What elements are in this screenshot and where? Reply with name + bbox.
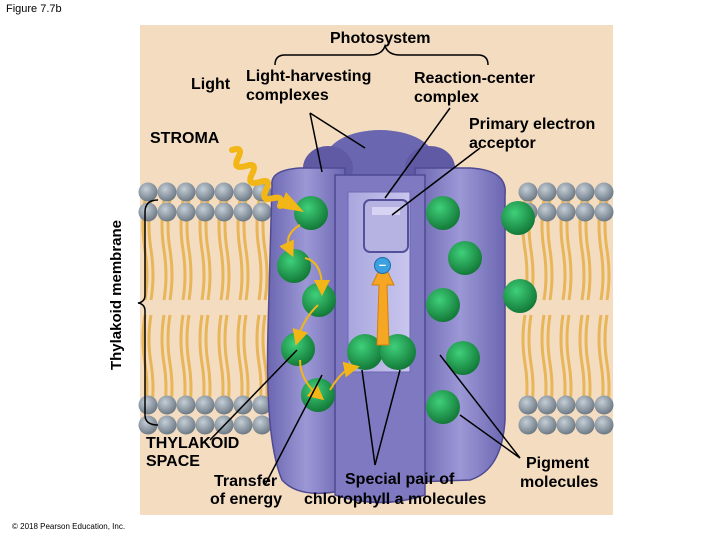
lipid-head xyxy=(518,415,538,435)
reaction-center-label-2: complex xyxy=(414,89,479,106)
lipid-head xyxy=(537,182,557,202)
chlorophyll-molecule xyxy=(501,201,535,235)
lipid-head xyxy=(556,202,576,222)
lipid-heads-bottom xyxy=(138,395,614,435)
lipid-head xyxy=(575,182,595,202)
lipid-head xyxy=(252,395,272,415)
chlorophyll-molecule xyxy=(503,279,537,313)
lipid-head xyxy=(252,415,272,435)
lipid-head xyxy=(176,415,196,435)
chlorophyll-molecules xyxy=(277,196,537,424)
stroma-label: STROMA xyxy=(150,130,220,147)
lipid-head xyxy=(176,202,196,222)
primary-acceptor-label-2: acceptor xyxy=(469,135,536,152)
thylakoid-space-label-2: SPACE xyxy=(146,453,200,470)
transfer-label-2: of energy xyxy=(210,491,283,508)
lipid-head xyxy=(157,182,177,202)
light-harvesting-label-1: Light-harvesting xyxy=(246,68,372,85)
lipid-head xyxy=(518,395,538,415)
leader-lines xyxy=(209,107,521,486)
chlorophyll-molecule xyxy=(448,241,482,275)
lipid-head xyxy=(575,202,595,222)
lipid-head xyxy=(233,202,253,222)
lipid-heads-top xyxy=(138,182,614,222)
lipid-head xyxy=(594,415,614,435)
energy-transfer-arrows xyxy=(279,224,360,401)
lipid-head xyxy=(594,395,614,415)
thylakoid-membrane-label: Thylakoid membrane xyxy=(108,219,125,371)
lipid-head xyxy=(575,395,595,415)
lipid-head xyxy=(556,182,576,202)
membrane-brace xyxy=(137,199,159,426)
lipid-head xyxy=(233,182,253,202)
figure-label: Figure 7.7b xyxy=(6,3,62,15)
lipid-head xyxy=(157,415,177,435)
lipid-head xyxy=(594,182,614,202)
lipid-head xyxy=(537,415,557,435)
light-harvesting-label-2: complexes xyxy=(246,87,329,104)
chlorophyll-molecule xyxy=(294,196,328,230)
copyright: © 2018 Pearson Education, Inc. xyxy=(12,522,126,531)
lipid-head xyxy=(556,415,576,435)
special-pair-label-2: chlorophyll a molecules xyxy=(304,491,487,508)
lipid-head xyxy=(556,395,576,415)
chlorophyll-molecule xyxy=(426,196,460,230)
light-wave-arrow xyxy=(229,146,285,209)
lipid-head xyxy=(252,202,272,222)
light-arrow-head xyxy=(280,192,304,212)
lipid-head xyxy=(138,395,158,415)
lipid-head xyxy=(214,202,234,222)
lipid-head xyxy=(138,182,158,202)
lipid-head xyxy=(195,182,215,202)
lipid-head xyxy=(594,202,614,222)
lipid-head xyxy=(195,415,215,435)
electron-transfer-arrow xyxy=(371,260,395,346)
lipid-head xyxy=(138,415,158,435)
lipid-head xyxy=(138,202,158,222)
lipid-head xyxy=(195,395,215,415)
chlorophyll-molecule xyxy=(446,341,480,375)
lipid-head xyxy=(518,182,538,202)
lipid-head xyxy=(176,395,196,415)
lipid-head xyxy=(537,395,557,415)
chlorophyll-molecule xyxy=(277,249,311,283)
electron-icon: – xyxy=(374,257,391,274)
lipid-head xyxy=(537,202,557,222)
lipid-head xyxy=(176,182,196,202)
light-label: Light xyxy=(191,76,231,93)
photosystem-label: Photosystem xyxy=(330,30,431,47)
photosystem-brace xyxy=(274,43,489,66)
primary-acceptor-label-1: Primary electron xyxy=(469,116,596,133)
lipid-head xyxy=(575,415,595,435)
lipid-head xyxy=(214,395,234,415)
pigment-label-1: Pigment xyxy=(526,455,590,472)
lipid-head xyxy=(157,202,177,222)
pigment-label-2: molecules xyxy=(520,474,599,491)
chlorophyll-molecule xyxy=(302,283,336,317)
transfer-label-1: Transfer xyxy=(214,473,278,490)
chlorophyll-molecule xyxy=(426,288,460,322)
lipid-head xyxy=(233,415,253,435)
special-pair-label-1: Special pair of xyxy=(345,471,455,488)
thylakoid-space-label-1: THYLAKOID xyxy=(146,435,240,452)
lipid-head xyxy=(157,395,177,415)
chlorophyll-molecule xyxy=(426,390,460,424)
reaction-center-label-1: Reaction-center xyxy=(414,70,535,87)
lipid-head xyxy=(195,202,215,222)
lipid-head xyxy=(214,182,234,202)
